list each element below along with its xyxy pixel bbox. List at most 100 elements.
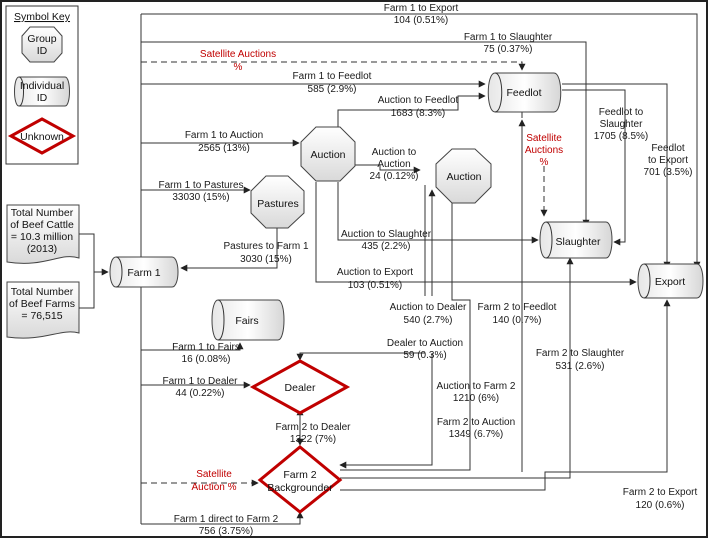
flow-farm1-export-l1: Farm 1 to Export: [384, 3, 459, 14]
flow-auction-feedlot-l1: Auction to Feedlot: [378, 95, 459, 106]
flow-feedlot-slaughter-l2: Slaughter: [600, 119, 643, 130]
flow-farm1-slaughter-l2: 75 (0.37%): [484, 44, 533, 55]
node-dealer: Dealer: [249, 359, 351, 415]
total-farms-line2: of Beef Farms: [9, 298, 75, 310]
flow-farm1-auction-l1: Farm 1 to Auction: [185, 130, 263, 141]
total-cattle-line3: = 10.3 million: [11, 231, 73, 243]
node-feedlot: Feedlot: [487, 72, 562, 113]
flow-dealer-auction-l2: 59 (0.3%): [403, 350, 446, 361]
pastures-label: Pastures: [257, 198, 298, 210]
flow-farm1-feedlot-l2: 585 (2.9%): [308, 84, 357, 95]
farms-source: Total Number of Beef Farms = 76,515: [6, 281, 80, 339]
flow-pastures-farm1-l2: 3030 (15%): [240, 254, 292, 265]
total-cattle-document: [6, 204, 80, 264]
total-cattle-line1: Total Number: [11, 207, 74, 219]
dealer-label: Dealer: [285, 382, 316, 394]
total-farms-line3: = 76,515: [21, 310, 62, 322]
unknown-label: Unknown: [20, 131, 64, 143]
individual-id-label-line1: Individual: [20, 80, 64, 92]
auction-1-label: Auction: [310, 149, 345, 161]
flow-auction-farm2-l1: Auction to Farm 2: [437, 381, 516, 392]
flow-farm1-fairs-l2: 16 (0.08%): [182, 354, 231, 365]
flow-feedlot-export-l1: Feedlot: [651, 143, 685, 154]
flow-farm2-export-l2: 120 (0.6%): [636, 500, 685, 511]
node-auction-2: Auction: [435, 148, 492, 204]
flow-auction-auction-l1: Auction to: [372, 147, 417, 158]
node-fairs: Fairs: [211, 299, 285, 341]
flow-farm2-slaughter-l2: 531 (2.6%): [556, 361, 605, 372]
flow-dealer-auction-l1: Dealer to Auction: [387, 338, 463, 349]
flow-labels: Farm 1 to Export 104 (0.51%) Farm 1 to S…: [158, 3, 697, 537]
symbol-key-title: Symbol Key: [14, 11, 71, 23]
flow-farm2-feedlot-l1: Farm 2 to Feedlot: [478, 302, 557, 313]
flow-satellite-top-l2: %: [234, 62, 243, 73]
total-cattle-line4: (2013): [27, 243, 57, 255]
flow-farm2-dealer-l2: 1322 (7%): [290, 434, 336, 445]
node-farm1: Farm 1: [109, 256, 179, 288]
flow-farm2-export-l1: Farm 2 to Export: [623, 487, 698, 498]
flow-farm1-farm2-l2: 756 (3.75%): [199, 526, 253, 537]
symbol-key: Symbol Key Group ID Individual ID Unknow…: [5, 5, 79, 165]
flow-farm1-auction-l2: 2565 (13%): [198, 143, 250, 154]
flow-pastures-farm1-l1: Pastures to Farm 1: [223, 241, 308, 252]
farm1-label: Farm 1: [127, 267, 160, 279]
flow-auction-dealer-l2: 540 (2.7%): [404, 315, 453, 326]
farm2-label-line2: Backgrounder: [267, 482, 333, 494]
flow-feedlot-export-l2: to Export: [648, 155, 688, 166]
flow-farm2-dealer-l1: Farm 2 to Dealer: [275, 422, 351, 433]
flow-auction-slaughter-l2: 435 (2.2%): [362, 241, 411, 252]
node-auction-1: Auction: [300, 126, 356, 182]
total-farms-document: [6, 281, 80, 339]
flow-feedlot-export-l3: 701 (3.5%): [644, 167, 693, 178]
flow-farm1-farm2-l1: Farm 1 direct to Farm 2: [174, 514, 279, 525]
group-id-octagon: [21, 26, 63, 63]
flow-feedlot-slaughter-l1: Feedlot to: [599, 107, 644, 118]
flow-auction-auction-l3: 24 (0.12%): [370, 171, 419, 182]
group-id-label-line1: Group: [27, 33, 56, 45]
flow-farm1-feedlot-l1: Farm 1 to Feedlot: [293, 71, 372, 82]
flow-auction-dealer-l1: Auction to Dealer: [390, 302, 467, 313]
individual-id-cylinder: [14, 76, 70, 107]
flow-auction-export-l1: Auction to Export: [337, 267, 413, 278]
flow-farm2-auction-l2: 1349 (6.7%): [449, 429, 503, 440]
flow-auction-slaughter-l1: Auction to Slaughter: [341, 229, 432, 240]
flow-farm1-pastures-l1: Farm 1 to Pastures: [158, 180, 243, 191]
flow-auction-auction-l2: Auction: [377, 159, 410, 170]
flow-farm1-export-l2: 104 (0.51%): [394, 15, 448, 26]
flow-farm1-pastures-l2: 33030 (15%): [172, 192, 229, 203]
flow-farm2-feedlot-l2: 140 (0.7%): [493, 315, 542, 326]
flow-farm1-dealer-l2: 44 (0.22%): [176, 388, 225, 399]
flow-satellite-mid-l3: %: [540, 157, 549, 168]
feedlot-label: Feedlot: [506, 87, 541, 99]
node-pastures: Pastures: [250, 175, 305, 229]
node-slaughter: Slaughter: [539, 221, 613, 259]
flow-farm1-fairs-l1: Farm 1 to Fairs: [172, 342, 240, 353]
flow-auction-farm2-l2: 1210 (6%): [453, 393, 499, 404]
flow-feedlot-slaughter-l3: 1705 (8.5%): [594, 131, 648, 142]
flow-satellite-mid-l1: Satellite: [526, 133, 562, 144]
flow-farm1-slaughter-l1: Farm 1 to Slaughter: [464, 32, 553, 43]
flow-farm2-auction-l1: Farm 2 to Auction: [437, 417, 515, 428]
fairs-label: Fairs: [235, 315, 258, 327]
flow-auction-feedlot-l2: 1683 (8.3%): [391, 108, 445, 119]
farm2-label-line1: Farm 2: [283, 469, 316, 481]
auction-2-label: Auction: [446, 171, 481, 183]
unknown-diamond: [7, 117, 77, 155]
node-export: Export: [637, 263, 704, 299]
node-farm2: Farm 2 Backgrounder: [257, 445, 343, 514]
group-id-label-line2: ID: [37, 45, 48, 57]
individual-id-label-line2: ID: [37, 92, 48, 104]
cattle-source: Total Number of Beef Cattle = 10.3 milli…: [6, 204, 80, 264]
total-farms-line1: Total Number: [11, 286, 74, 298]
flow-auction-export-l2: 103 (0.51%): [348, 280, 402, 291]
flow-farm2-slaughter-l1: Farm 2 to Slaughter: [536, 348, 625, 359]
flow-satellite-bottom-l1: Satellite: [196, 469, 232, 480]
slaughter-label: Slaughter: [556, 236, 601, 248]
export-label: Export: [655, 276, 685, 288]
flow-satellite-top-l1: Satellite Auctions: [200, 49, 276, 60]
flow-farm1-dealer-l1: Farm 1 to Dealer: [162, 376, 238, 387]
total-cattle-line2: of Beef Cattle: [10, 219, 74, 231]
